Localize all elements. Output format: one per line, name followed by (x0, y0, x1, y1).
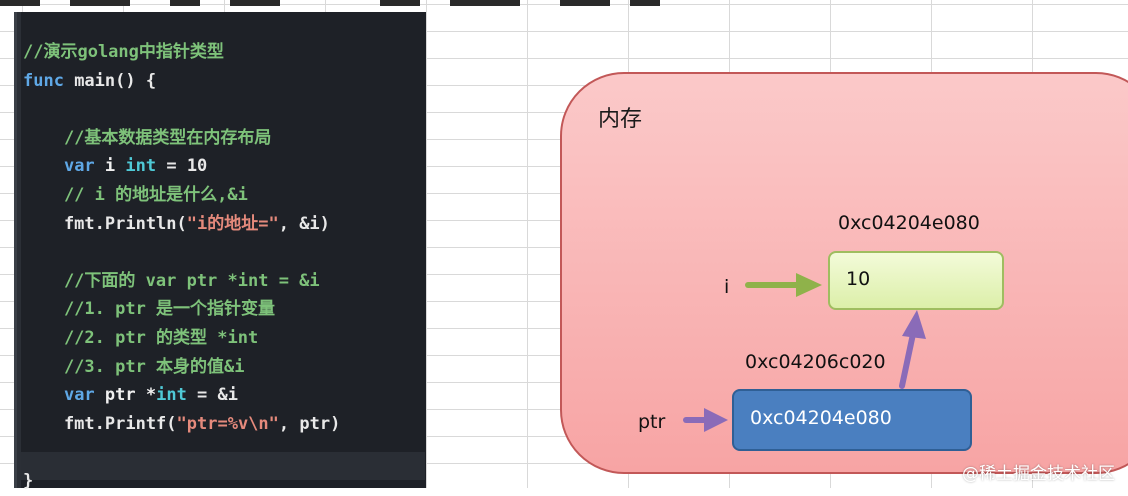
code-line: //基本数据类型在内存布局 (23, 124, 340, 153)
code-line: func main() { (23, 67, 340, 96)
code-token: // i 的地址是什么,&i (23, 184, 248, 205)
code-line: //1. ptr 是一个指针变量 (23, 295, 340, 324)
code-token: //1. ptr 是一个指针变量 (23, 299, 276, 320)
code-line: // i 的地址是什么,&i (23, 181, 340, 210)
code-line: //2. ptr 的类型 *int (23, 324, 340, 353)
code-token: , &i) (278, 213, 330, 234)
code-token: i (94, 156, 126, 177)
code-line: } (23, 467, 340, 496)
ptr-memory-cell (732, 389, 972, 451)
memory-label: 内存 (598, 107, 643, 132)
code-token: main() { (63, 70, 157, 91)
code-token: //3. ptr 本身的值&i (23, 356, 245, 377)
editor-current-line (21, 452, 425, 480)
code-token: , ptr) (278, 413, 341, 434)
code-token: ptr * (94, 385, 157, 406)
code-token: "i的地址=" (186, 213, 279, 234)
code-editor: //演示golang中指针类型 func main() { //基本数据类型在内存… (14, 12, 426, 491)
code-token: = &i (186, 385, 238, 406)
code-token: "ptr=%v\n" (176, 413, 279, 434)
ptr-arrow (683, 408, 728, 432)
code-line: //演示golang中指针类型 (23, 38, 340, 67)
code-listing: //演示golang中指针类型 func main() { //基本数据类型在内存… (23, 38, 340, 496)
code-token: fmt.Println( (23, 213, 187, 234)
code-line: var i int = 10 (23, 152, 340, 181)
code-line: //下面的 var ptr *int = &i (23, 267, 340, 296)
i-variable-label: i (724, 276, 730, 298)
code-token: func (23, 70, 64, 91)
code-line: var ptr *int = &i (23, 381, 340, 410)
i-value: 10 (846, 268, 871, 290)
code-token: } (23, 470, 34, 491)
ptr-value: 0xc04204e080 (750, 407, 892, 429)
code-token: int (125, 156, 157, 177)
watermark: @稀土掘金技术社区 (962, 464, 1115, 484)
code-token: //下面的 var ptr *int = &i (23, 270, 320, 291)
code-token: //基本数据类型在内存布局 (23, 127, 272, 148)
cropped-heading-strokes (0, 0, 660, 6)
code-token: fmt.Printf( (23, 413, 177, 434)
code-line: //3. ptr 本身的值&i (23, 353, 340, 382)
code-token: = 10 (156, 156, 208, 177)
code-token: //演示golang中指针类型 (23, 42, 224, 62)
ptr-address-label: 0xc04206c020 (745, 351, 886, 373)
i-memory-cell (828, 251, 1004, 310)
i-arrow (745, 273, 822, 297)
i-address-label: 0xc04204e080 (838, 212, 980, 234)
code-token: var (63, 385, 95, 406)
code-token: //2. ptr 的类型 *int (23, 327, 259, 348)
ptr-variable-label: ptr (638, 411, 666, 433)
pointer-reference-arrow (899, 310, 926, 389)
code-token: int (156, 385, 187, 406)
code-token: var (63, 156, 95, 177)
code-line: fmt.Printf("ptr=%v\n", ptr) (23, 410, 340, 439)
editor-gutter (17, 12, 21, 488)
code-line: fmt.Println("i的地址=", &i) (23, 210, 340, 239)
